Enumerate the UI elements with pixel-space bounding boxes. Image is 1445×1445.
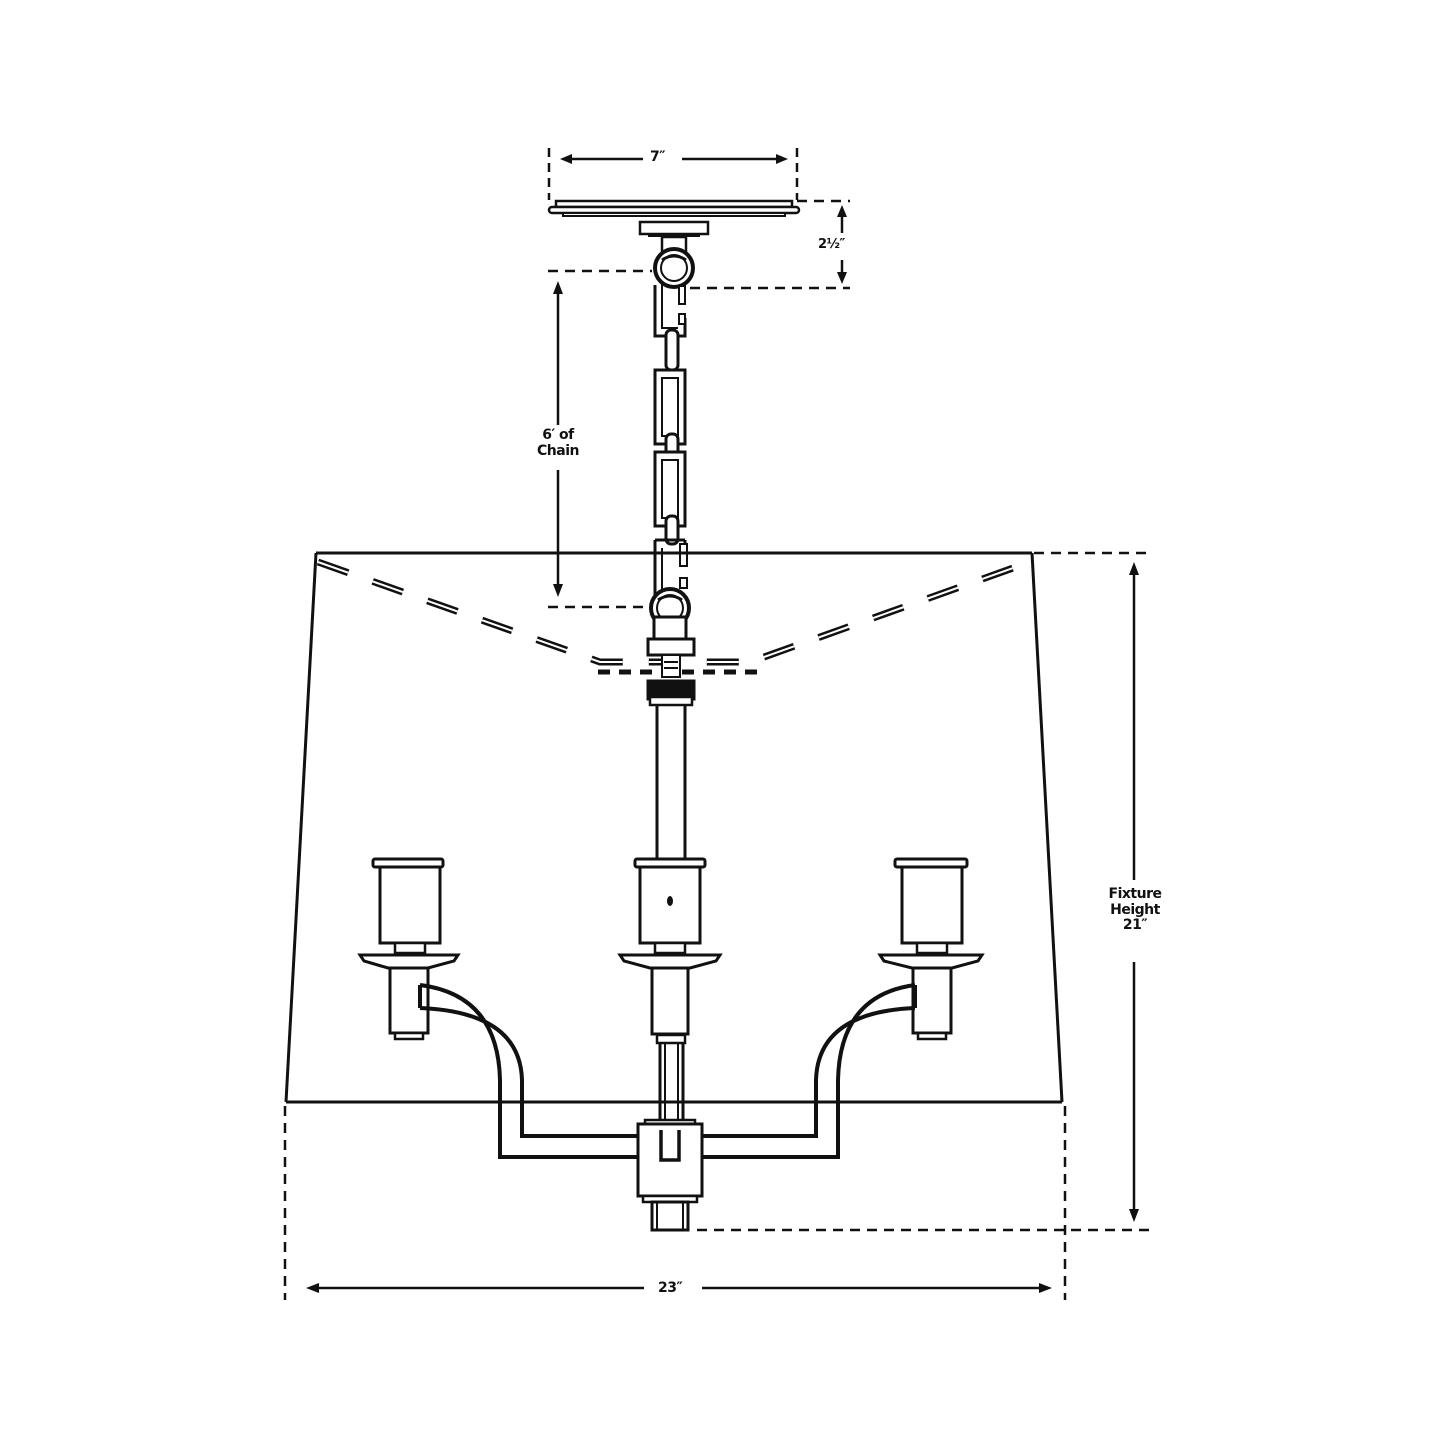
chain [649,247,695,629]
candle-arm-center [617,857,723,1130]
fixture-height-line3: 21″ [1122,917,1148,934]
fixture-width-label: 23″ [652,1280,689,1297]
fixture-width-dimension [283,1106,1067,1300]
ceiling-canopy [547,199,801,261]
fixture-height-line2: Height [1110,901,1160,918]
chain-length-label: 6′ of Chain [528,427,588,460]
canopy-height-dimension [690,199,850,290]
candle-arm-right [700,857,985,1159]
chain-length-line2: Chain [537,442,579,459]
center-column [646,615,696,858]
canopy-height-label: 2½″ [818,237,845,253]
canopy-width-label: 7″ [650,149,666,166]
fixture-height-label: Fixture Height 21″ [1098,886,1172,935]
fixture-height-line1: Fixture [1108,886,1162,902]
chain-length-dimension [548,269,652,609]
chain-length-line1: 6′ of [542,427,574,443]
bottom-finial [650,1200,690,1232]
canopy-width-dimension [547,148,799,200]
center-hub [636,1118,704,1204]
candle-arm-left [357,857,640,1159]
fixture-height-dimension [697,551,1150,1232]
